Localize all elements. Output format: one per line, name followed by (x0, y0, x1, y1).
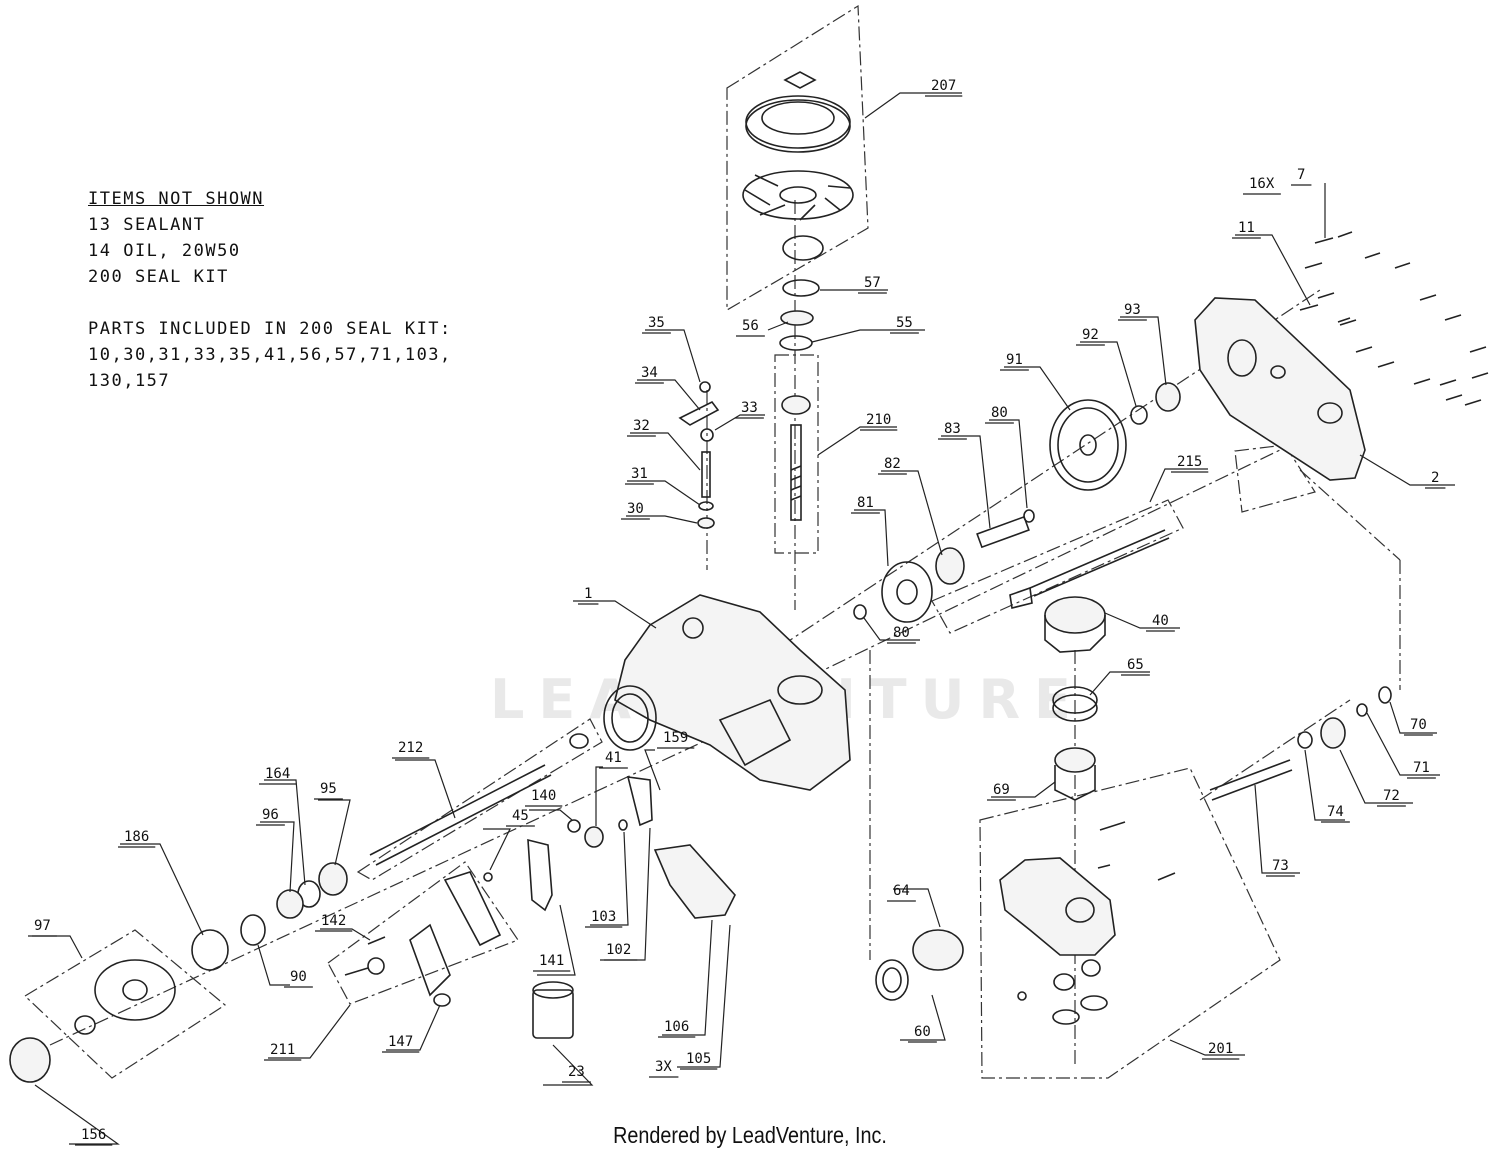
label-30: 30 (627, 501, 644, 517)
label-34: 34 (641, 365, 658, 381)
label-92: 92 (1082, 327, 1099, 343)
label-1: 1 (584, 586, 592, 602)
label-95: 95 (320, 781, 337, 797)
label-147: 147 (388, 1034, 413, 1050)
motor-parts (875, 929, 964, 1001)
label-142: 142 (321, 913, 346, 929)
label-91: 91 (1006, 352, 1023, 368)
output-shaft-parts (1209, 686, 1392, 801)
note-line: 200 SEAL KIT (88, 267, 229, 287)
shift-linkage-parts (344, 838, 553, 1007)
label-164: 164 (265, 766, 290, 782)
render-credit: Rendered by LeadVenture, Inc. (613, 1122, 887, 1148)
label-212: 212 (398, 740, 423, 756)
gear-train (853, 382, 1181, 623)
axle-parts (9, 733, 604, 1083)
label-11: 11 (1238, 220, 1255, 236)
label-70: 70 (1410, 717, 1427, 733)
label-83: 83 (944, 421, 961, 437)
label-96: 96 (262, 807, 279, 823)
assembly-outlines (24, 4, 1401, 1079)
differential-shaft (1009, 529, 1170, 609)
control-linkage-parts (678, 381, 720, 529)
cover-bolts (1299, 231, 1489, 406)
seal-kit-line: 130,157 (88, 371, 171, 391)
label-90: 90 (290, 969, 307, 985)
label-56: 56 (742, 318, 759, 334)
label-81: 81 (857, 495, 874, 511)
label-159: 159 (663, 730, 688, 746)
label-73: 73 (1272, 858, 1289, 874)
label-31: 31 (631, 466, 648, 482)
label-71: 71 (1413, 760, 1430, 776)
label-64: 64 (893, 883, 910, 899)
label-23: 23 (568, 1064, 585, 1080)
label-210: 210 (866, 412, 891, 428)
label-156: 156 (81, 1127, 106, 1143)
label-215: 215 (1177, 454, 1202, 470)
side-cover (1194, 297, 1366, 481)
label-140: 140 (531, 788, 556, 804)
note-line: 14 OIL, 20W50 (88, 241, 241, 261)
label-74: 74 (1327, 804, 1344, 820)
label-207: 207 (931, 78, 956, 94)
label-55: 55 (896, 315, 913, 331)
label-80a: 80 (991, 405, 1008, 421)
notes-panel: ITEMS NOT SHOWN 13 SEALANT 14 OIL, 20W50… (88, 186, 452, 394)
label-141: 141 (539, 953, 564, 969)
label-80b: 80 (893, 625, 910, 641)
label-45: 45 (512, 808, 529, 824)
spacer (88, 290, 452, 316)
label-2: 2 (1431, 470, 1439, 486)
label-40: 40 (1152, 613, 1169, 629)
seal-kit-line: 10,30,31,33,35,41,56,57,71,103, (88, 345, 452, 365)
label-57: 57 (864, 275, 881, 291)
pump-block (999, 821, 1176, 1025)
label-97: 97 (34, 918, 51, 934)
label-93: 93 (1124, 302, 1141, 318)
label-41: 41 (605, 750, 622, 766)
input-shaft-assembly (781, 395, 811, 521)
label-102: 102 (606, 942, 631, 958)
label-105: 105 (686, 1051, 711, 1067)
brake-and-filter (532, 776, 736, 1039)
label-103: 103 (591, 909, 616, 925)
note-line: 13 SEALANT (88, 215, 206, 235)
part-labels: 207 16X 7 11 57 56 55 35 34 33 32 31 30 … (28, 78, 1446, 1146)
label-32: 32 (633, 418, 650, 434)
main-housing (603, 594, 851, 791)
label-33: 33 (741, 400, 758, 416)
label-16x: 16X (1249, 176, 1275, 192)
label-106: 106 (664, 1019, 689, 1035)
seal-kit-title: PARTS INCLUDED IN 200 SEAL KIT: (88, 319, 452, 339)
label-82: 82 (884, 456, 901, 472)
items-not-shown-heading: ITEMS NOT SHOWN (88, 189, 265, 209)
label-211: 211 (270, 1042, 295, 1058)
center-section (1044, 596, 1106, 801)
label-69: 69 (993, 782, 1010, 798)
label-65: 65 (1127, 657, 1144, 673)
label-72: 72 (1383, 788, 1400, 804)
label-60: 60 (914, 1024, 931, 1040)
label-35: 35 (648, 315, 665, 331)
label-201: 201 (1208, 1041, 1233, 1057)
label-7: 7 (1297, 167, 1305, 183)
pulley-fan-assembly (742, 71, 854, 351)
label-3x: 3X (655, 1059, 672, 1075)
label-186: 186 (124, 829, 149, 845)
